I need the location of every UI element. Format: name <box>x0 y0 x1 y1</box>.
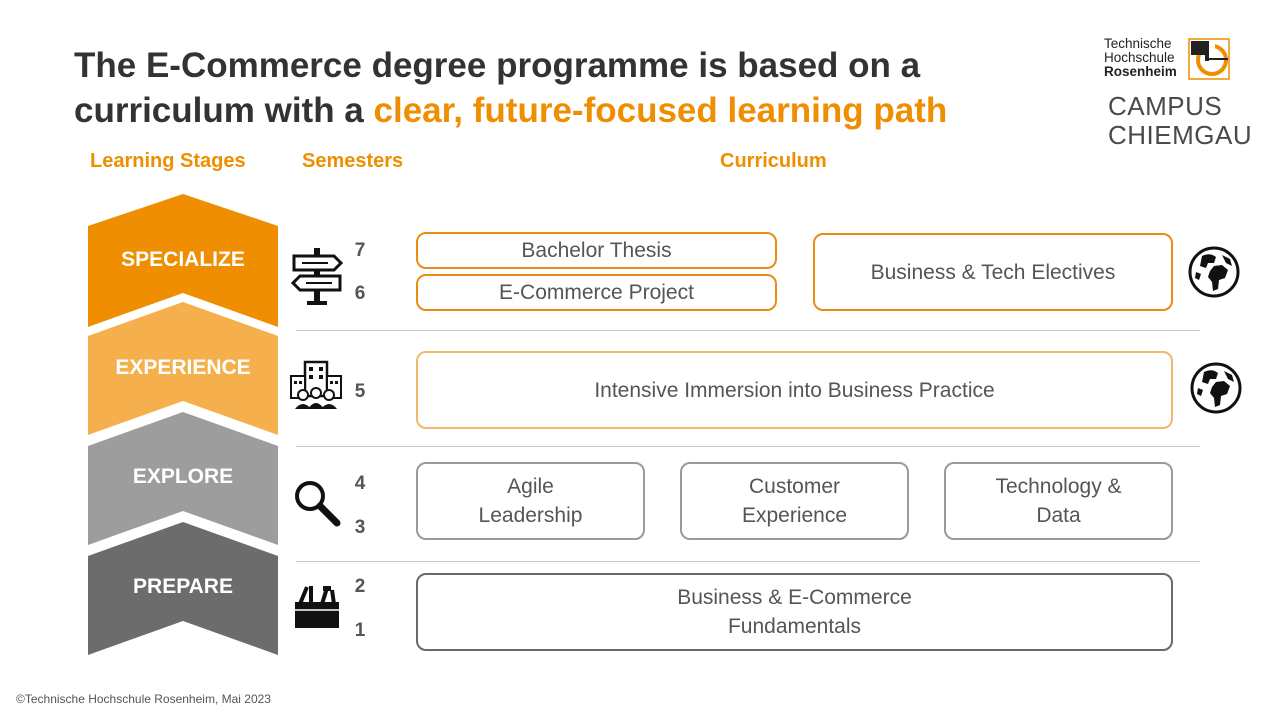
globe-icon <box>1190 362 1242 414</box>
module-label: Intensive Immersion into Business Practi… <box>594 378 995 402</box>
business-people-icon <box>288 360 344 410</box>
module-label: Leadership <box>478 504 583 527</box>
module-label: Experience <box>741 504 848 527</box>
semester-5: 5 <box>354 381 366 402</box>
module-electives: Business & Tech Electives <box>813 233 1173 311</box>
semester-6: 6 <box>354 283 366 304</box>
module-technology-data: Technology & Data <box>944 462 1173 540</box>
title-line-2-prefix: curriculum with a <box>74 91 374 130</box>
module-business-immersion: Intensive Immersion into Business Practi… <box>416 351 1173 429</box>
module-label: Business & Tech Electives <box>870 260 1116 284</box>
module-label: Agile <box>507 475 554 498</box>
globe-icon <box>1188 246 1240 298</box>
module-bachelor-thesis: Bachelor Thesis <box>416 232 777 269</box>
page-title: The E-Commerce degree programme is based… <box>74 43 1074 133</box>
header-curriculum: Curriculum <box>720 150 827 172</box>
semester-1: 1 <box>354 620 366 641</box>
semester-2: 2 <box>354 576 366 597</box>
stage-label-explore: EXPLORE <box>132 465 234 488</box>
toolbox-icon <box>292 584 342 630</box>
campus-chiemgau-logo: CAMPUS CHIEMGAU <box>1108 92 1252 150</box>
stage-chevron-experience <box>88 302 278 435</box>
stage-label-specialize: SPECIALIZE <box>121 248 245 271</box>
th-rosenheim-logo-text: Technische Hochschule Rosenheim <box>1104 37 1177 79</box>
module-ecommerce-project: E-Commerce Project <box>416 274 777 311</box>
module-label: Customer <box>748 475 841 498</box>
semester-3: 3 <box>354 517 366 538</box>
divider <box>296 561 1200 562</box>
th-rosenheim-logo-icon <box>1188 38 1230 80</box>
signpost-icon <box>290 246 344 306</box>
semester-4: 4 <box>354 473 366 494</box>
stage-chevron-prepare <box>88 522 278 655</box>
divider <box>296 330 1200 331</box>
module-label: Business & E-Commerce <box>677 586 912 609</box>
logo-line-2: Hochschule <box>1104 50 1175 65</box>
title-line-1: The E-Commerce degree programme is based… <box>74 46 921 85</box>
module-label: Technology & <box>995 475 1122 498</box>
module-label: Data <box>1036 504 1081 527</box>
logo-line-3: Rosenheim <box>1104 64 1177 79</box>
stage-label-experience: EXPERIENCE <box>115 356 251 379</box>
divider <box>296 446 1200 447</box>
stage-chevron-explore <box>88 412 278 545</box>
magnifier-icon <box>292 478 342 528</box>
stage-chevron-specialize <box>88 194 278 327</box>
header-learning-stages: Learning Stages <box>90 150 246 172</box>
title-line-2: curriculum with a clear, future-focused … <box>74 88 1074 133</box>
module-label: Bachelor Thesis <box>521 239 672 262</box>
campus-logo-line-1: CAMPUS <box>1108 91 1223 121</box>
campus-logo-line-2: CHIEMGAU <box>1108 120 1253 150</box>
logo-line-1: Technische <box>1104 36 1172 51</box>
footer-copyright: ©Technische Hochschule Rosenheim, Mai 20… <box>16 692 271 706</box>
module-label: Fundamentals <box>727 615 862 638</box>
learning-stages-chevrons <box>88 194 278 655</box>
header-semesters: Semesters <box>302 150 404 172</box>
semester-7: 7 <box>354 240 366 261</box>
module-label: E-Commerce Project <box>499 281 694 304</box>
title-highlight: clear, future-focused learning path <box>373 91 948 130</box>
stage-label-prepare: PREPARE <box>133 575 233 598</box>
